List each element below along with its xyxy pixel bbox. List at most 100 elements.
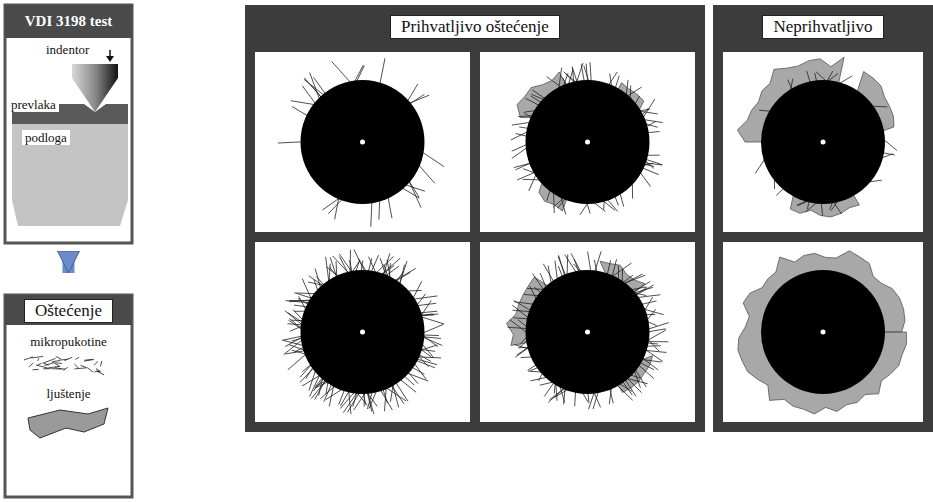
crack <box>380 58 385 84</box>
image-frame <box>255 242 470 422</box>
crack <box>647 323 668 330</box>
crack <box>635 369 646 387</box>
crack <box>391 385 404 404</box>
indentation <box>526 80 650 204</box>
crack <box>294 305 308 307</box>
crack <box>315 269 321 289</box>
crack <box>285 311 303 326</box>
crack <box>612 259 617 277</box>
damage-header <box>5 295 132 325</box>
microcrack <box>97 370 100 373</box>
microcrack <box>31 356 43 358</box>
indent-center <box>821 140 826 145</box>
test-box: VDI 3198 test <box>5 5 132 243</box>
microcrack <box>44 358 56 362</box>
crack <box>610 388 614 403</box>
crack <box>524 294 540 295</box>
flake-sample <box>28 408 108 438</box>
crack <box>418 164 435 183</box>
crack <box>589 392 595 410</box>
crack <box>333 256 349 274</box>
crack <box>300 364 312 377</box>
part-label: indentor <box>46 42 89 57</box>
crack <box>510 320 528 333</box>
crack <box>595 251 602 272</box>
crack <box>340 392 355 409</box>
crack <box>396 382 408 401</box>
crack <box>322 198 340 210</box>
microcrack <box>74 368 86 369</box>
image-frame <box>723 52 923 232</box>
crack <box>422 152 444 167</box>
crack <box>284 336 303 340</box>
crack <box>394 268 416 281</box>
microcrack <box>24 357 33 360</box>
crack <box>320 386 335 399</box>
damage-type-label: ljuštenje <box>5 386 132 401</box>
crack <box>623 274 642 284</box>
crack <box>326 389 343 400</box>
indentation <box>301 270 425 394</box>
crack <box>615 76 619 89</box>
crack <box>339 257 348 274</box>
indentation <box>526 270 650 394</box>
unacceptable-panel: Neprihvatljivo <box>713 5 933 432</box>
crack <box>517 172 535 180</box>
crack <box>637 295 661 298</box>
crack <box>309 276 324 286</box>
part-label: podloga <box>22 130 70 145</box>
crack <box>833 201 842 214</box>
image-frame <box>480 52 695 232</box>
microcrack <box>63 367 68 370</box>
crack <box>622 381 632 395</box>
indentation-image <box>480 52 695 232</box>
crack <box>883 139 897 151</box>
heading-text: Neprihvatljivo <box>762 15 883 39</box>
indentation <box>761 80 885 204</box>
crack <box>418 355 429 367</box>
crack <box>571 253 581 272</box>
image-frame <box>723 242 923 422</box>
microcrack <box>38 358 39 361</box>
heading-text: VDI 3198 test <box>25 13 113 30</box>
crack <box>559 255 565 276</box>
crack <box>364 392 365 407</box>
crack <box>420 314 438 316</box>
indent-center <box>585 330 590 335</box>
heading-text: Oštećenje <box>24 299 113 323</box>
crack <box>421 317 445 324</box>
crack <box>576 63 583 83</box>
crack <box>378 199 380 219</box>
crack <box>588 252 591 273</box>
crack <box>531 94 544 100</box>
crack <box>400 265 405 285</box>
microcrack <box>56 357 61 359</box>
indentation-image <box>723 242 923 422</box>
crack <box>291 101 315 105</box>
unacceptable-panel <box>713 5 933 432</box>
heading-text: Prihvatljivo oštećenje <box>390 15 560 39</box>
indentation-image <box>480 242 695 422</box>
crack <box>590 62 591 82</box>
crack <box>330 258 337 278</box>
crack <box>626 378 648 384</box>
microcrack <box>94 361 98 365</box>
crack <box>399 261 407 284</box>
crack <box>630 287 646 290</box>
crack <box>371 201 372 227</box>
microcrack <box>44 363 53 366</box>
crack <box>313 378 324 391</box>
crack <box>332 61 351 83</box>
microcrack <box>64 357 72 361</box>
crack <box>407 84 418 102</box>
crack <box>527 288 545 289</box>
crack <box>308 282 324 286</box>
microcrack <box>101 361 102 366</box>
crack <box>409 94 424 104</box>
crack <box>574 391 576 406</box>
microcrack-texture <box>24 356 104 375</box>
crack <box>385 266 399 276</box>
crack <box>755 158 765 173</box>
crack <box>388 196 392 218</box>
crack <box>413 296 438 299</box>
